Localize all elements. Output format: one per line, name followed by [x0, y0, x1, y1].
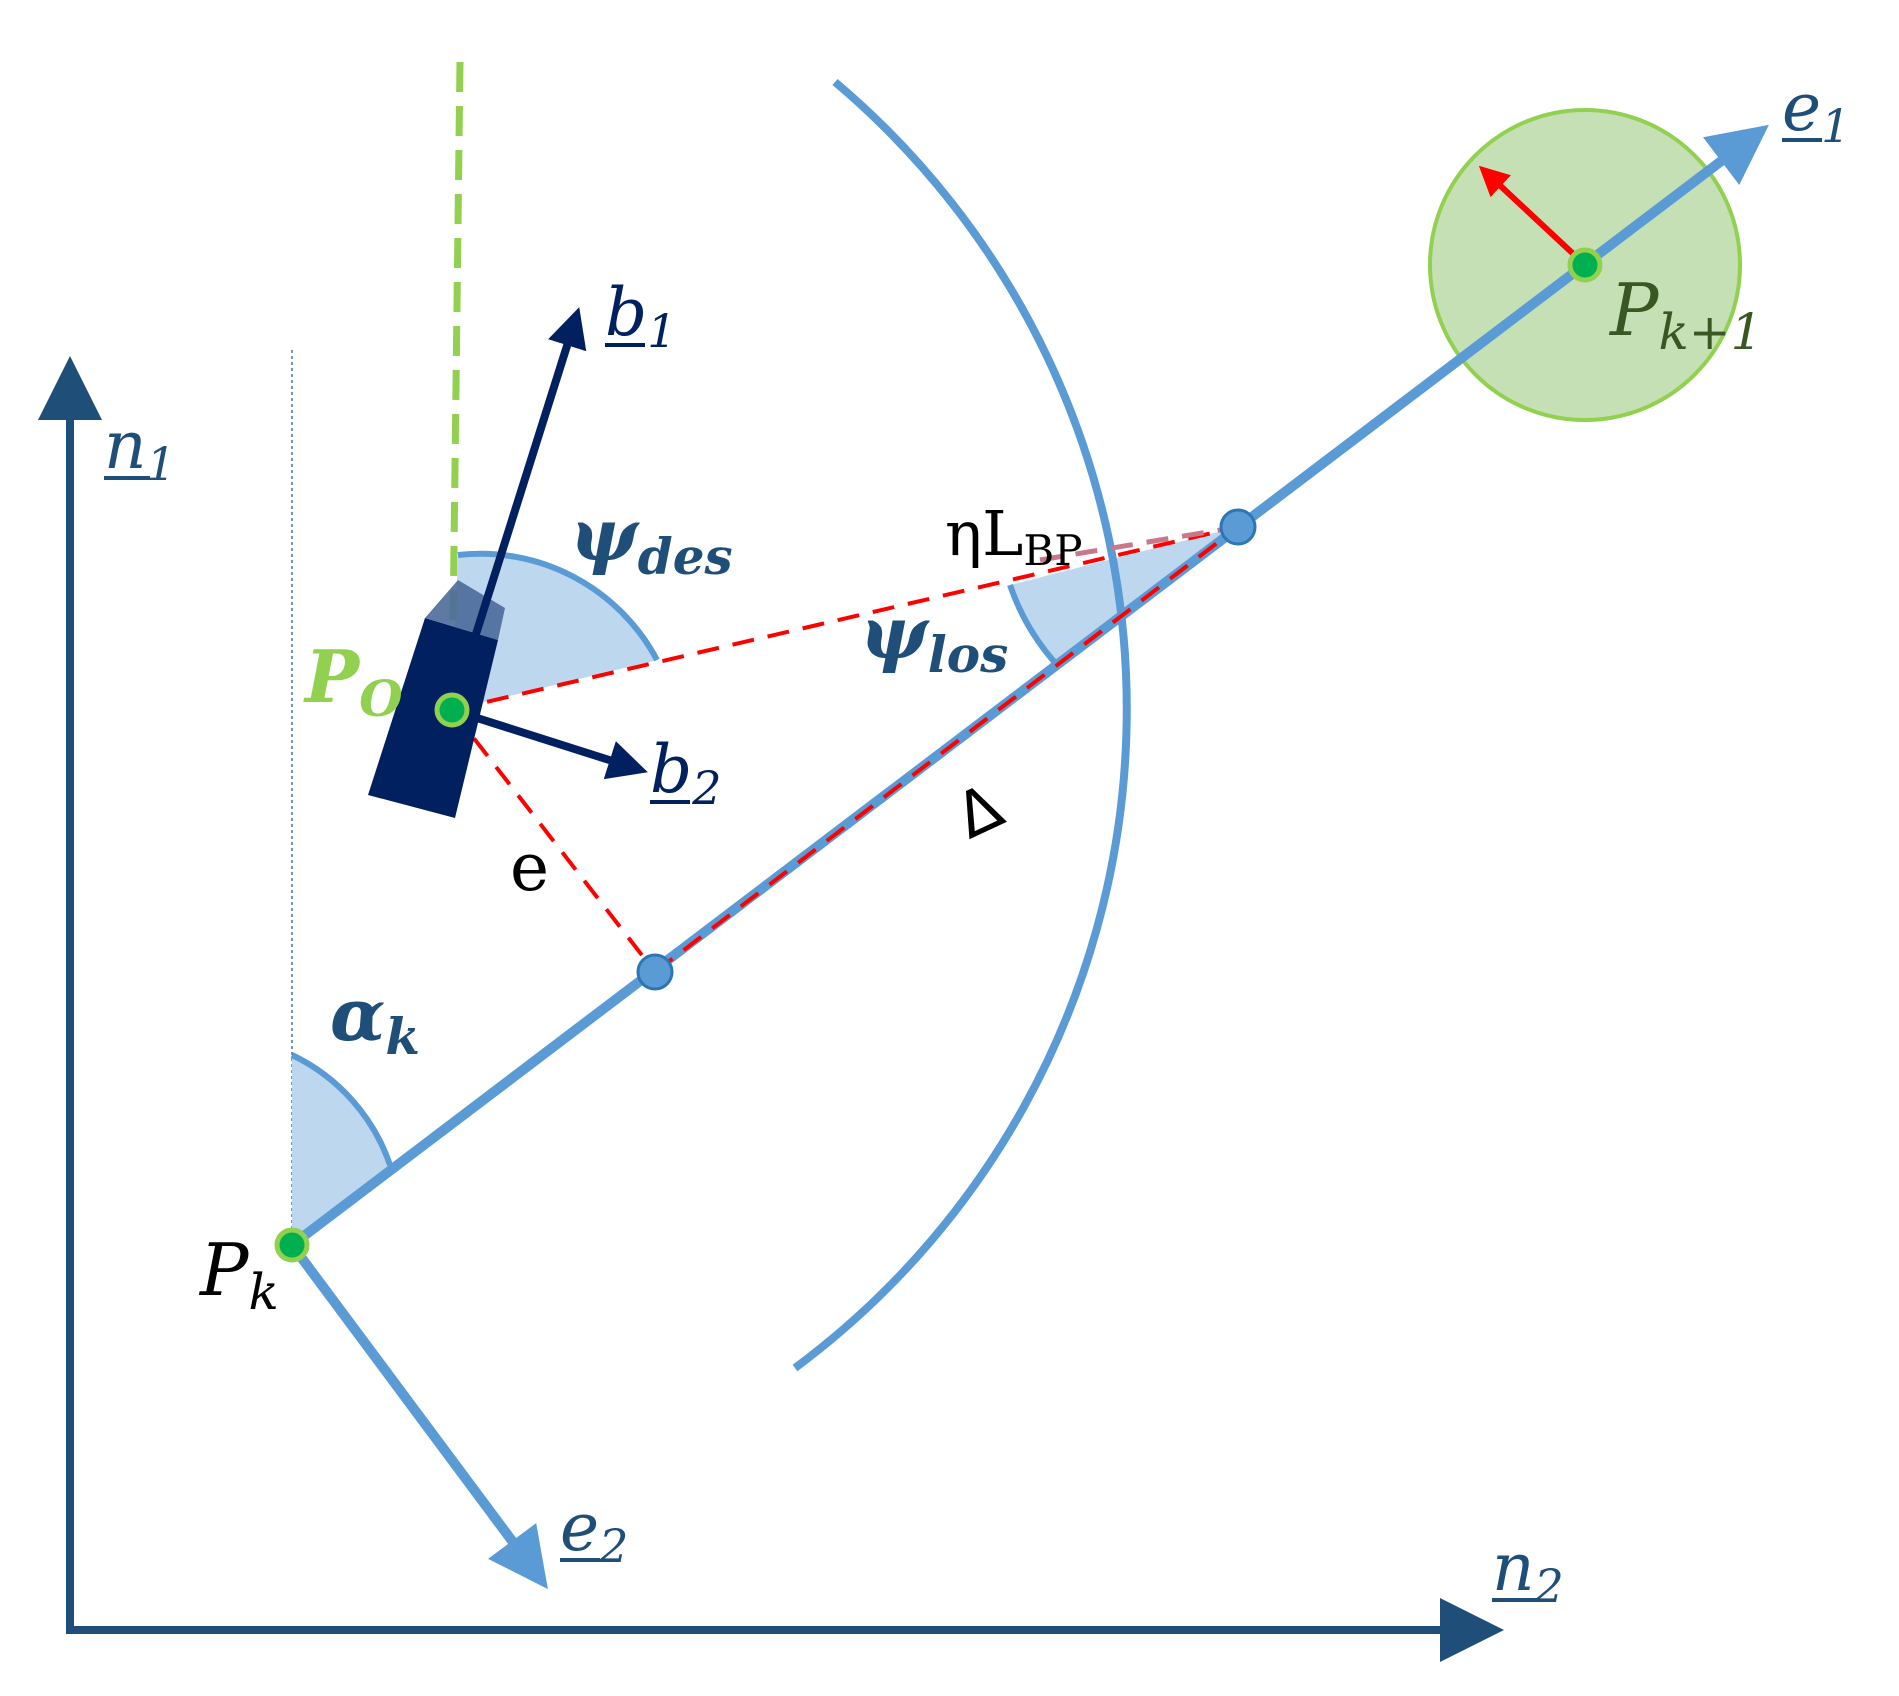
pk1-label: Pk+1	[1608, 268, 1762, 361]
svg-text:b2: b2	[650, 731, 722, 815]
psi-des-label: ψdes	[570, 492, 733, 586]
b2-label: b2	[650, 731, 722, 815]
vessel-position-po	[434, 692, 470, 728]
path-line-e1-axis	[288, 124, 1769, 1249]
e2-label: e2	[560, 1489, 628, 1573]
svg-text:n1: n1	[104, 407, 176, 491]
svg-text:e1: e1	[1782, 69, 1850, 153]
velocity-arrow	[1478, 165, 1585, 265]
lookahead-arc	[792, 78, 1131, 1372]
psi-des-angle-arc	[457, 550, 660, 662]
e1-label: e1	[1782, 69, 1850, 153]
los-line	[451, 525, 1239, 712]
pk-label: Pk	[198, 1228, 279, 1321]
cross-track-error-line	[450, 708, 657, 974]
e-label: e	[510, 829, 549, 906]
svg-text:n2: n2	[1492, 1529, 1564, 1613]
psi-los-label: ψlos	[860, 590, 1008, 684]
b1-axis	[448, 307, 587, 712]
e2-axis	[287, 1242, 548, 1590]
psi-des-angle-sector	[452, 553, 657, 710]
svg-text:e2: e2	[560, 1489, 628, 1573]
svg-text:b1: b1	[605, 274, 677, 358]
psi-los-angle-arc	[1007, 584, 1061, 669]
delta-label: Δ	[944, 769, 1013, 853]
nlbp-label: ηLBP	[945, 497, 1082, 575]
n1-label: n1	[104, 407, 176, 491]
projection-point	[636, 953, 674, 991]
waypoint-pk	[274, 1227, 310, 1263]
waypoint-pk1	[1567, 247, 1603, 283]
lookahead-point	[1219, 508, 1257, 546]
alpha-k-angle-arc	[290, 1052, 393, 1166]
vessel-bow-icon	[425, 580, 505, 640]
n2-label: n2	[1492, 1529, 1564, 1613]
po-label: PO	[303, 634, 403, 728]
psi-los-angle-sector	[1010, 527, 1238, 666]
alpha-k-label: αk	[330, 972, 420, 1066]
lookahead-delta-line	[653, 525, 1240, 974]
b2-axis	[450, 706, 648, 780]
b1-label: b1	[605, 274, 677, 358]
alpha-k-angle-sector	[292, 1055, 390, 1245]
